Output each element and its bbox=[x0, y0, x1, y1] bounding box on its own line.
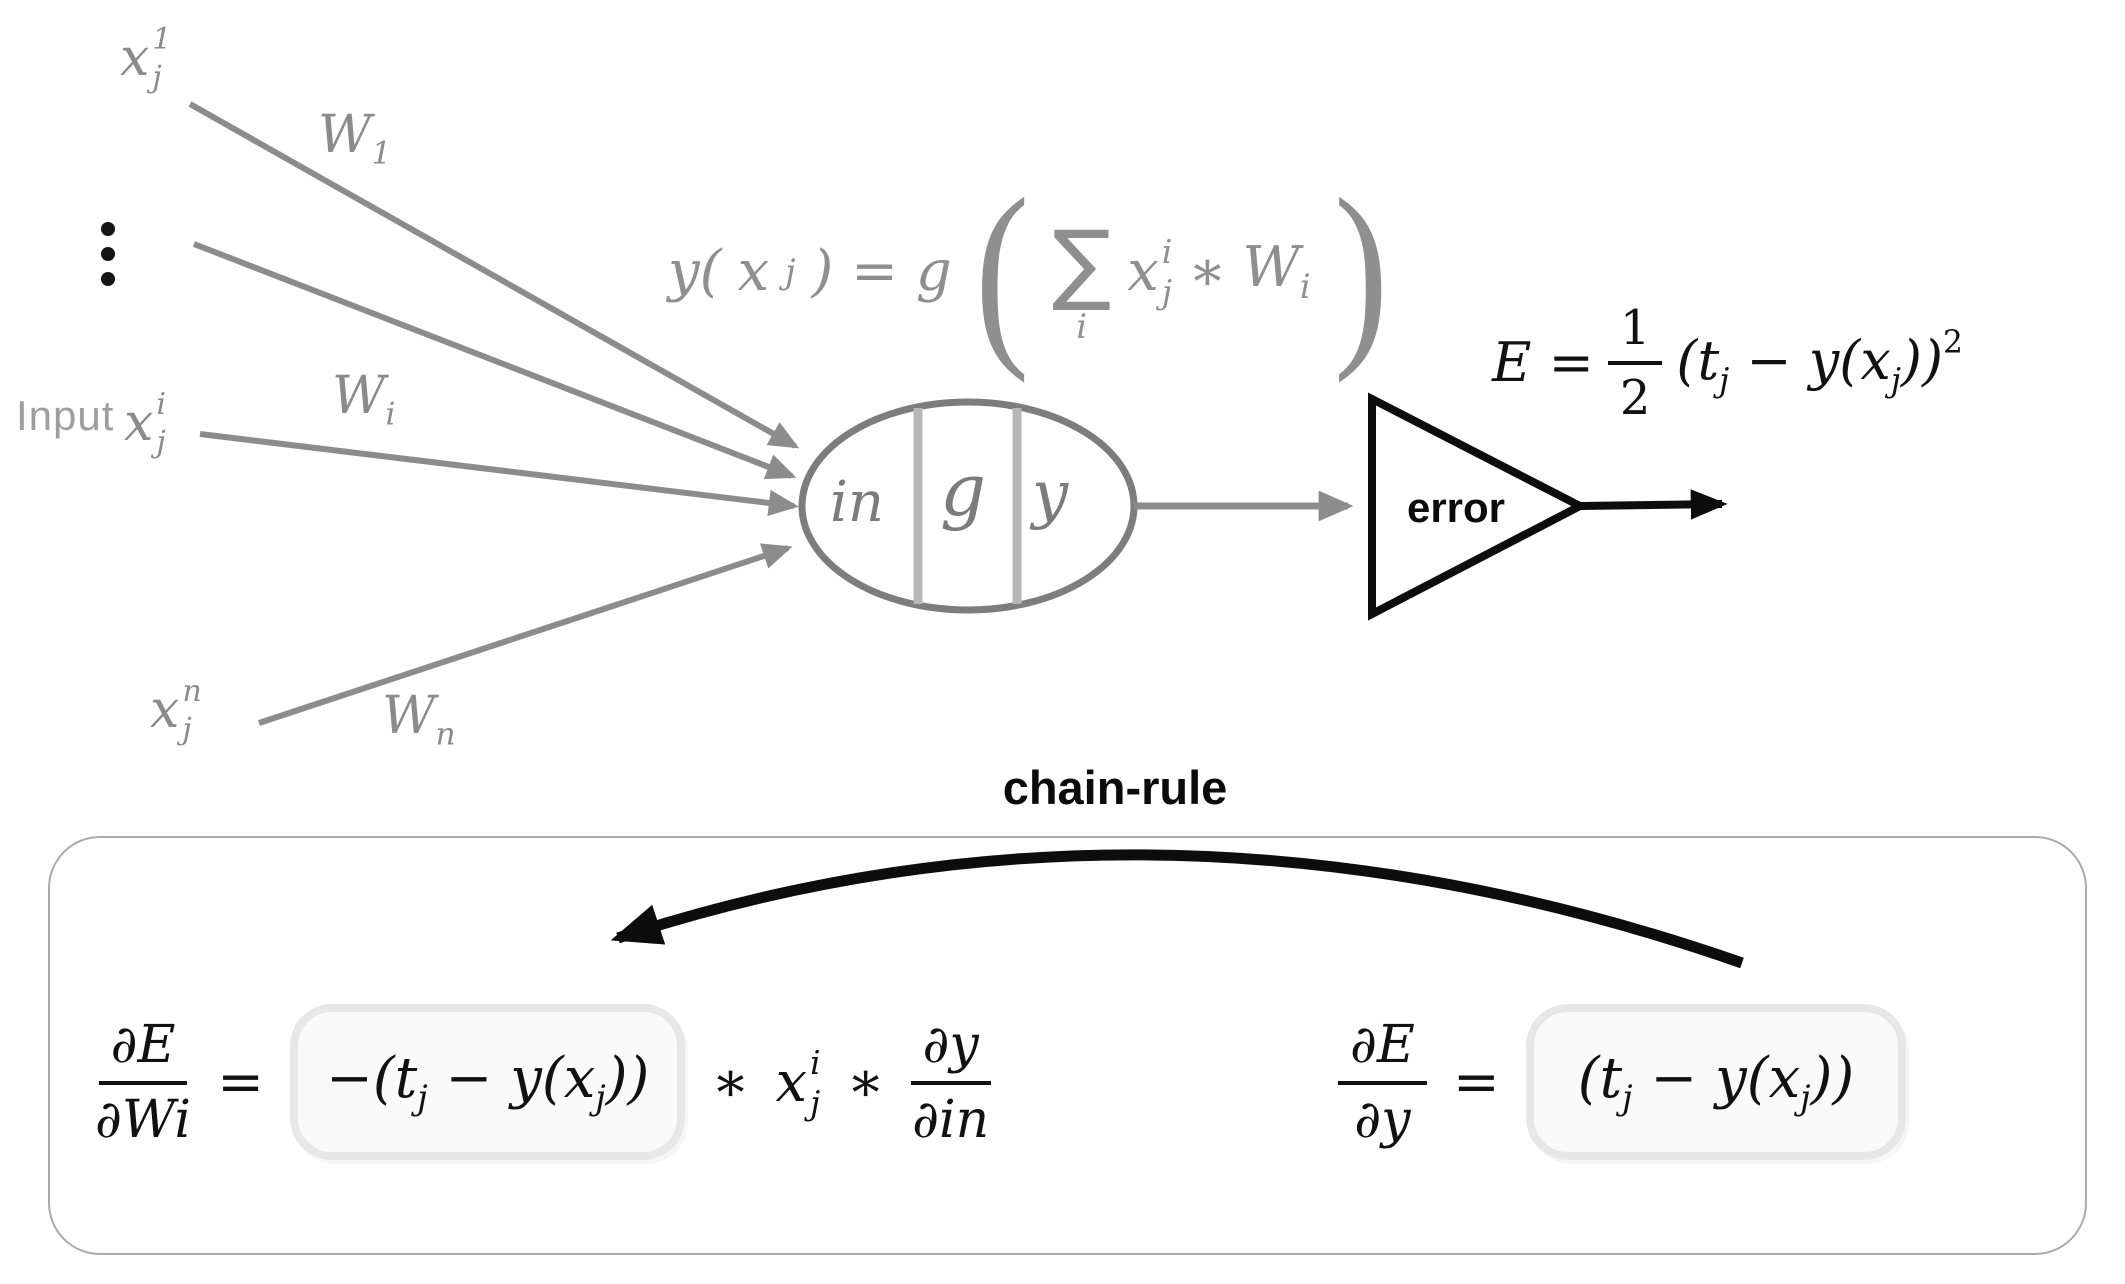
highlight-box-negative-error: −(tj − y(xj)) bbox=[289, 1004, 686, 1160]
error-output-arrow bbox=[1579, 489, 1728, 520]
input-caption: Input bbox=[16, 392, 115, 439]
neuron-y-label: y bbox=[1032, 458, 1069, 532]
vertical-dots-icon bbox=[101, 222, 115, 286]
gradient-y-formula: ∂E ∂y = (tj − y(xj)) bbox=[1338, 962, 1907, 1202]
big-lparen: ( bbox=[974, 156, 1030, 384]
input-line-3 bbox=[199, 431, 799, 517]
weight-wi-label: Wi bbox=[332, 366, 396, 433]
summation: ∑ i bbox=[1052, 211, 1112, 347]
chain-rule-panel bbox=[48, 836, 2087, 1255]
weight-w1-label: W1 bbox=[318, 105, 392, 172]
input-line-4 bbox=[258, 543, 793, 726]
error-unit-label: error bbox=[1406, 484, 1506, 531]
chain-rule-caption: chain-rule bbox=[1002, 761, 1228, 814]
weight-wn-label: Wn bbox=[382, 686, 456, 753]
highlight-box-error: (tj − y(xj)) bbox=[1525, 1004, 1907, 1160]
big-rparen: ) bbox=[1333, 156, 1389, 384]
input-line-2 bbox=[192, 241, 797, 480]
error-triangle bbox=[1368, 392, 1589, 621]
loss-formula: E = 1 2 (tj − y(xj))2 bbox=[1492, 299, 1963, 426]
neuron-in-label: in bbox=[830, 470, 884, 535]
input-line-1 bbox=[188, 101, 800, 449]
chain-rule-arrow bbox=[610, 849, 1744, 969]
neuron-g-label: g bbox=[940, 448, 987, 532]
